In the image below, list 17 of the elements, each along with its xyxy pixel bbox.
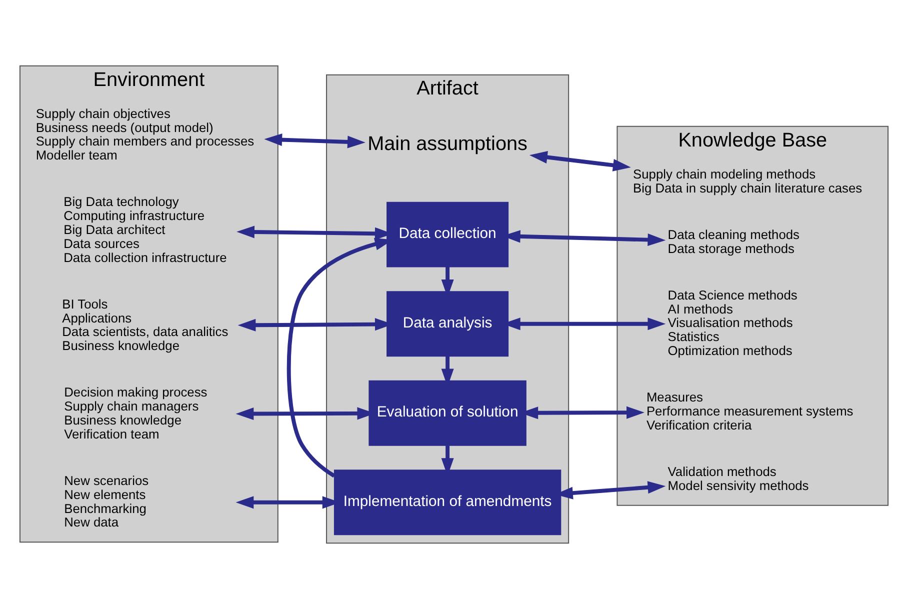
arrow [264, 133, 366, 148]
node-text: Supply chain objectives Business needs (output model) Supply chain members and processes Modeller team [36, 105, 254, 162]
node-text: Decision making process Supply chain managers Business knowledge Verification team [64, 384, 208, 441]
node-text: Measures Performance measurement systems Verification criteria [646, 389, 854, 432]
node-text: BI Tools Applications Data scientists, data analitics Business knowledge [62, 296, 228, 353]
node-text: New scenarios New elements Benchmarking New data [64, 472, 149, 530]
node-box: Data collection [386, 201, 509, 267]
node-box: Data analysis [386, 290, 509, 356]
node-text: Validation methods Model sensivity methods [668, 464, 809, 492]
node-box: Implementation of amendments [334, 469, 562, 535]
node-text: Supply chain modeling methods Big Data in supply chain literature cases [633, 166, 862, 195]
arrow [529, 150, 631, 171]
node-text: Data cleaning methods Data storage methods [668, 226, 800, 256]
node-box: Evaluation of solution [368, 380, 526, 446]
node-text: Big Data technology Computing infrastructure Big Data architect Data sources Data collection infrastructure [64, 194, 227, 264]
node-text: Main assumptions [368, 132, 528, 155]
node-text: Data Science methods AI methods Visualisation methods Statistics Optimization methods [668, 286, 798, 358]
